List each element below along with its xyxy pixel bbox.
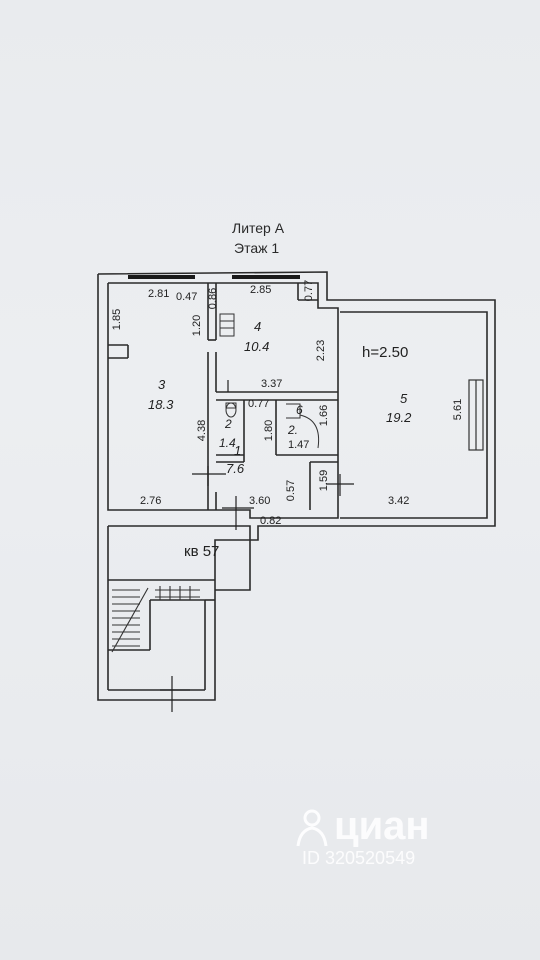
dim-label: 0.77 (248, 398, 270, 410)
dim-label: 4.38 (196, 419, 209, 442)
dim-label: 3.42 (388, 495, 410, 507)
room-4-area: 10.4 (244, 339, 270, 354)
dim-label: 1.47 (288, 439, 310, 451)
dim-label: 5.61 (452, 398, 465, 421)
room-3-area: 18.3 (148, 397, 174, 412)
ceiling-height: h=2.50 (362, 344, 409, 361)
room-6-area: 2. (288, 423, 299, 437)
dim-label: 3.37 (261, 378, 283, 390)
stairwell-wall (108, 525, 251, 591)
watermark-logo-icon (294, 808, 330, 848)
room-6-number: 6 (296, 403, 303, 417)
room-2-number: 2 (225, 417, 232, 431)
dim-label: 0.82 (260, 515, 282, 527)
room-1-area: 7.6 (226, 461, 245, 476)
dim-label: 0.47 (176, 291, 198, 303)
outer-wall (97, 271, 496, 701)
dim-label: 1.66 (318, 404, 331, 427)
dim-label: 1.59 (318, 469, 331, 492)
dim-label: 1.20 (191, 314, 204, 337)
room-5-area: 19.2 (386, 410, 412, 425)
dim-label: 0.57 (285, 479, 298, 502)
dim-label: 2.23 (315, 339, 328, 362)
inner-wall (107, 282, 339, 519)
dim-label: 2.76 (140, 495, 162, 507)
watermark-brand: циан (334, 804, 430, 848)
watermark-id: ID 320520549 (302, 848, 416, 868)
room-3-number: 3 (158, 377, 166, 392)
plan-title-liter: Литер А (232, 220, 285, 236)
room-4-number: 4 (254, 319, 262, 334)
dim-label: 2.85 (250, 284, 272, 296)
dim-label: 3.60 (249, 495, 271, 507)
dim-label: 2.81 (148, 288, 170, 300)
inner-wall (340, 311, 488, 519)
dim-label: 0.86 (207, 287, 220, 310)
room-2-area: 1.4 (219, 436, 236, 450)
dim-label: 0.77 (303, 279, 316, 302)
dim-label: 1.85 (111, 308, 124, 331)
room-5-number: 5 (400, 391, 408, 406)
room-1-number: 1 (234, 443, 242, 458)
plan-title-floor: Этаж 1 (234, 240, 280, 256)
dim-label: 1.80 (263, 419, 276, 442)
apartment-label: кв 57 (184, 543, 220, 560)
